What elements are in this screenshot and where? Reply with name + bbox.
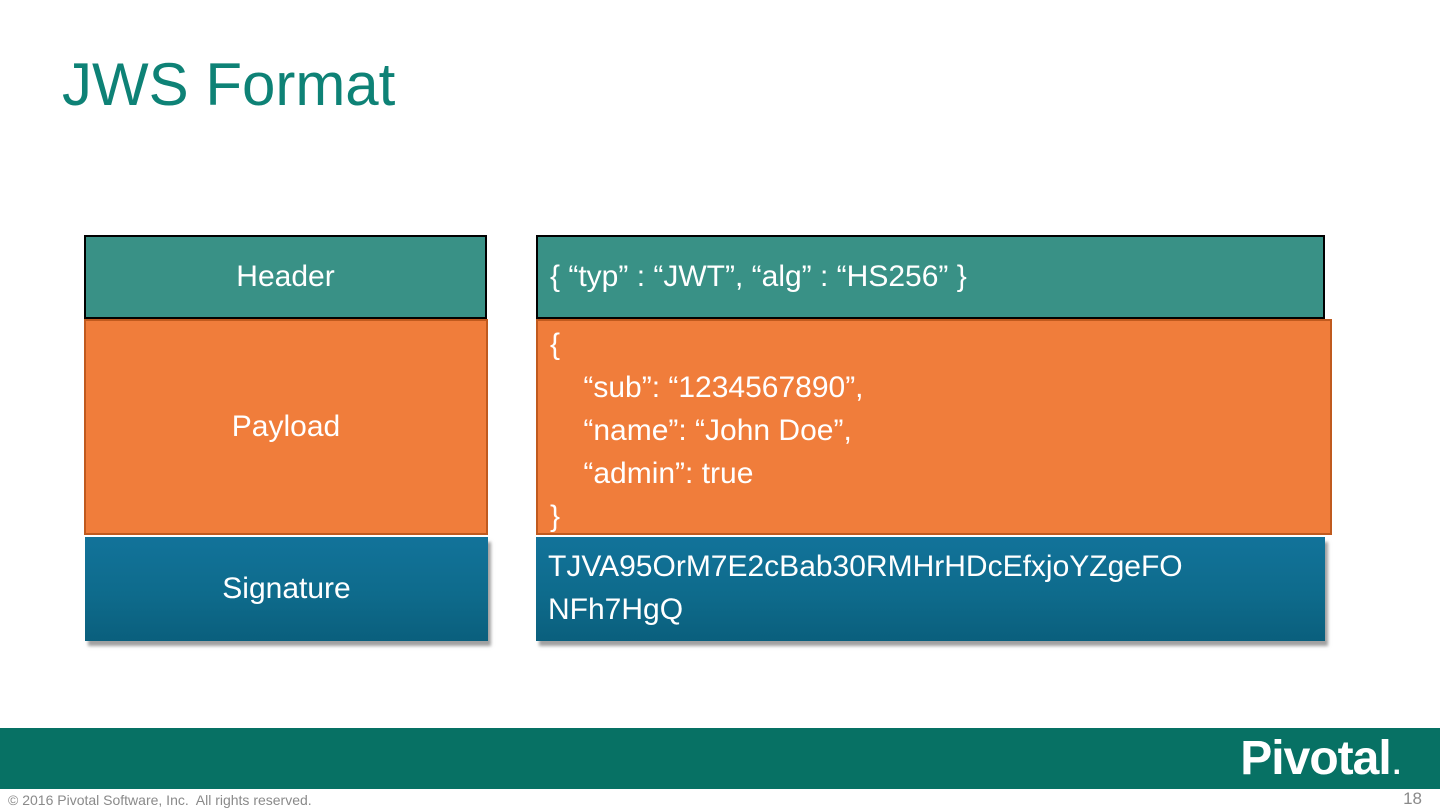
signature-content-line: NFh7HgQ (548, 593, 684, 626)
payload-content-box: { “sub”: “1234567890”, “name”: “John Doe… (536, 319, 1332, 535)
signature-label: Signature (222, 572, 351, 605)
header-label: Header (236, 260, 335, 293)
pivotal-logo-mark: . (1392, 748, 1401, 781)
footer-bar: Pivotal . (0, 728, 1440, 789)
pivotal-logo-text: Pivotal (1240, 732, 1391, 785)
page-number: 18 (1403, 789, 1422, 808)
payload-label: Payload (231, 410, 341, 443)
signature-content-box: TJVA95OrM7E2cBab30RMHrHDcEfxjoYZgeFO NFh… (536, 537, 1325, 641)
payload-content-line: { (550, 328, 561, 361)
copyright-text: © 2016 Pivotal Software, Inc. All rights… (8, 792, 312, 808)
pivotal-logo: Pivotal . (1240, 731, 1401, 786)
payload-content-line: “admin”: true (550, 457, 754, 490)
header-content: { “typ” : “JWT”, “alg” : “HS256” } (550, 260, 967, 293)
signature-content-line: TJVA95OrM7E2cBab30RMHrHDcEfxjoYZgeFO (548, 550, 1183, 583)
payload-content-line: “name”: “John Doe”, (550, 414, 852, 447)
payload-content-line: } (550, 500, 561, 533)
header-content-box: { “typ” : “JWT”, “alg” : “HS256” } (536, 235, 1325, 319)
header-label-box: Header (84, 235, 487, 319)
payload-content-line: “sub”: “1234567890”, (550, 371, 864, 404)
slide-title: JWS Format (62, 51, 396, 118)
signature-label-box: Signature (85, 537, 488, 641)
payload-label-box: Payload (84, 319, 488, 535)
